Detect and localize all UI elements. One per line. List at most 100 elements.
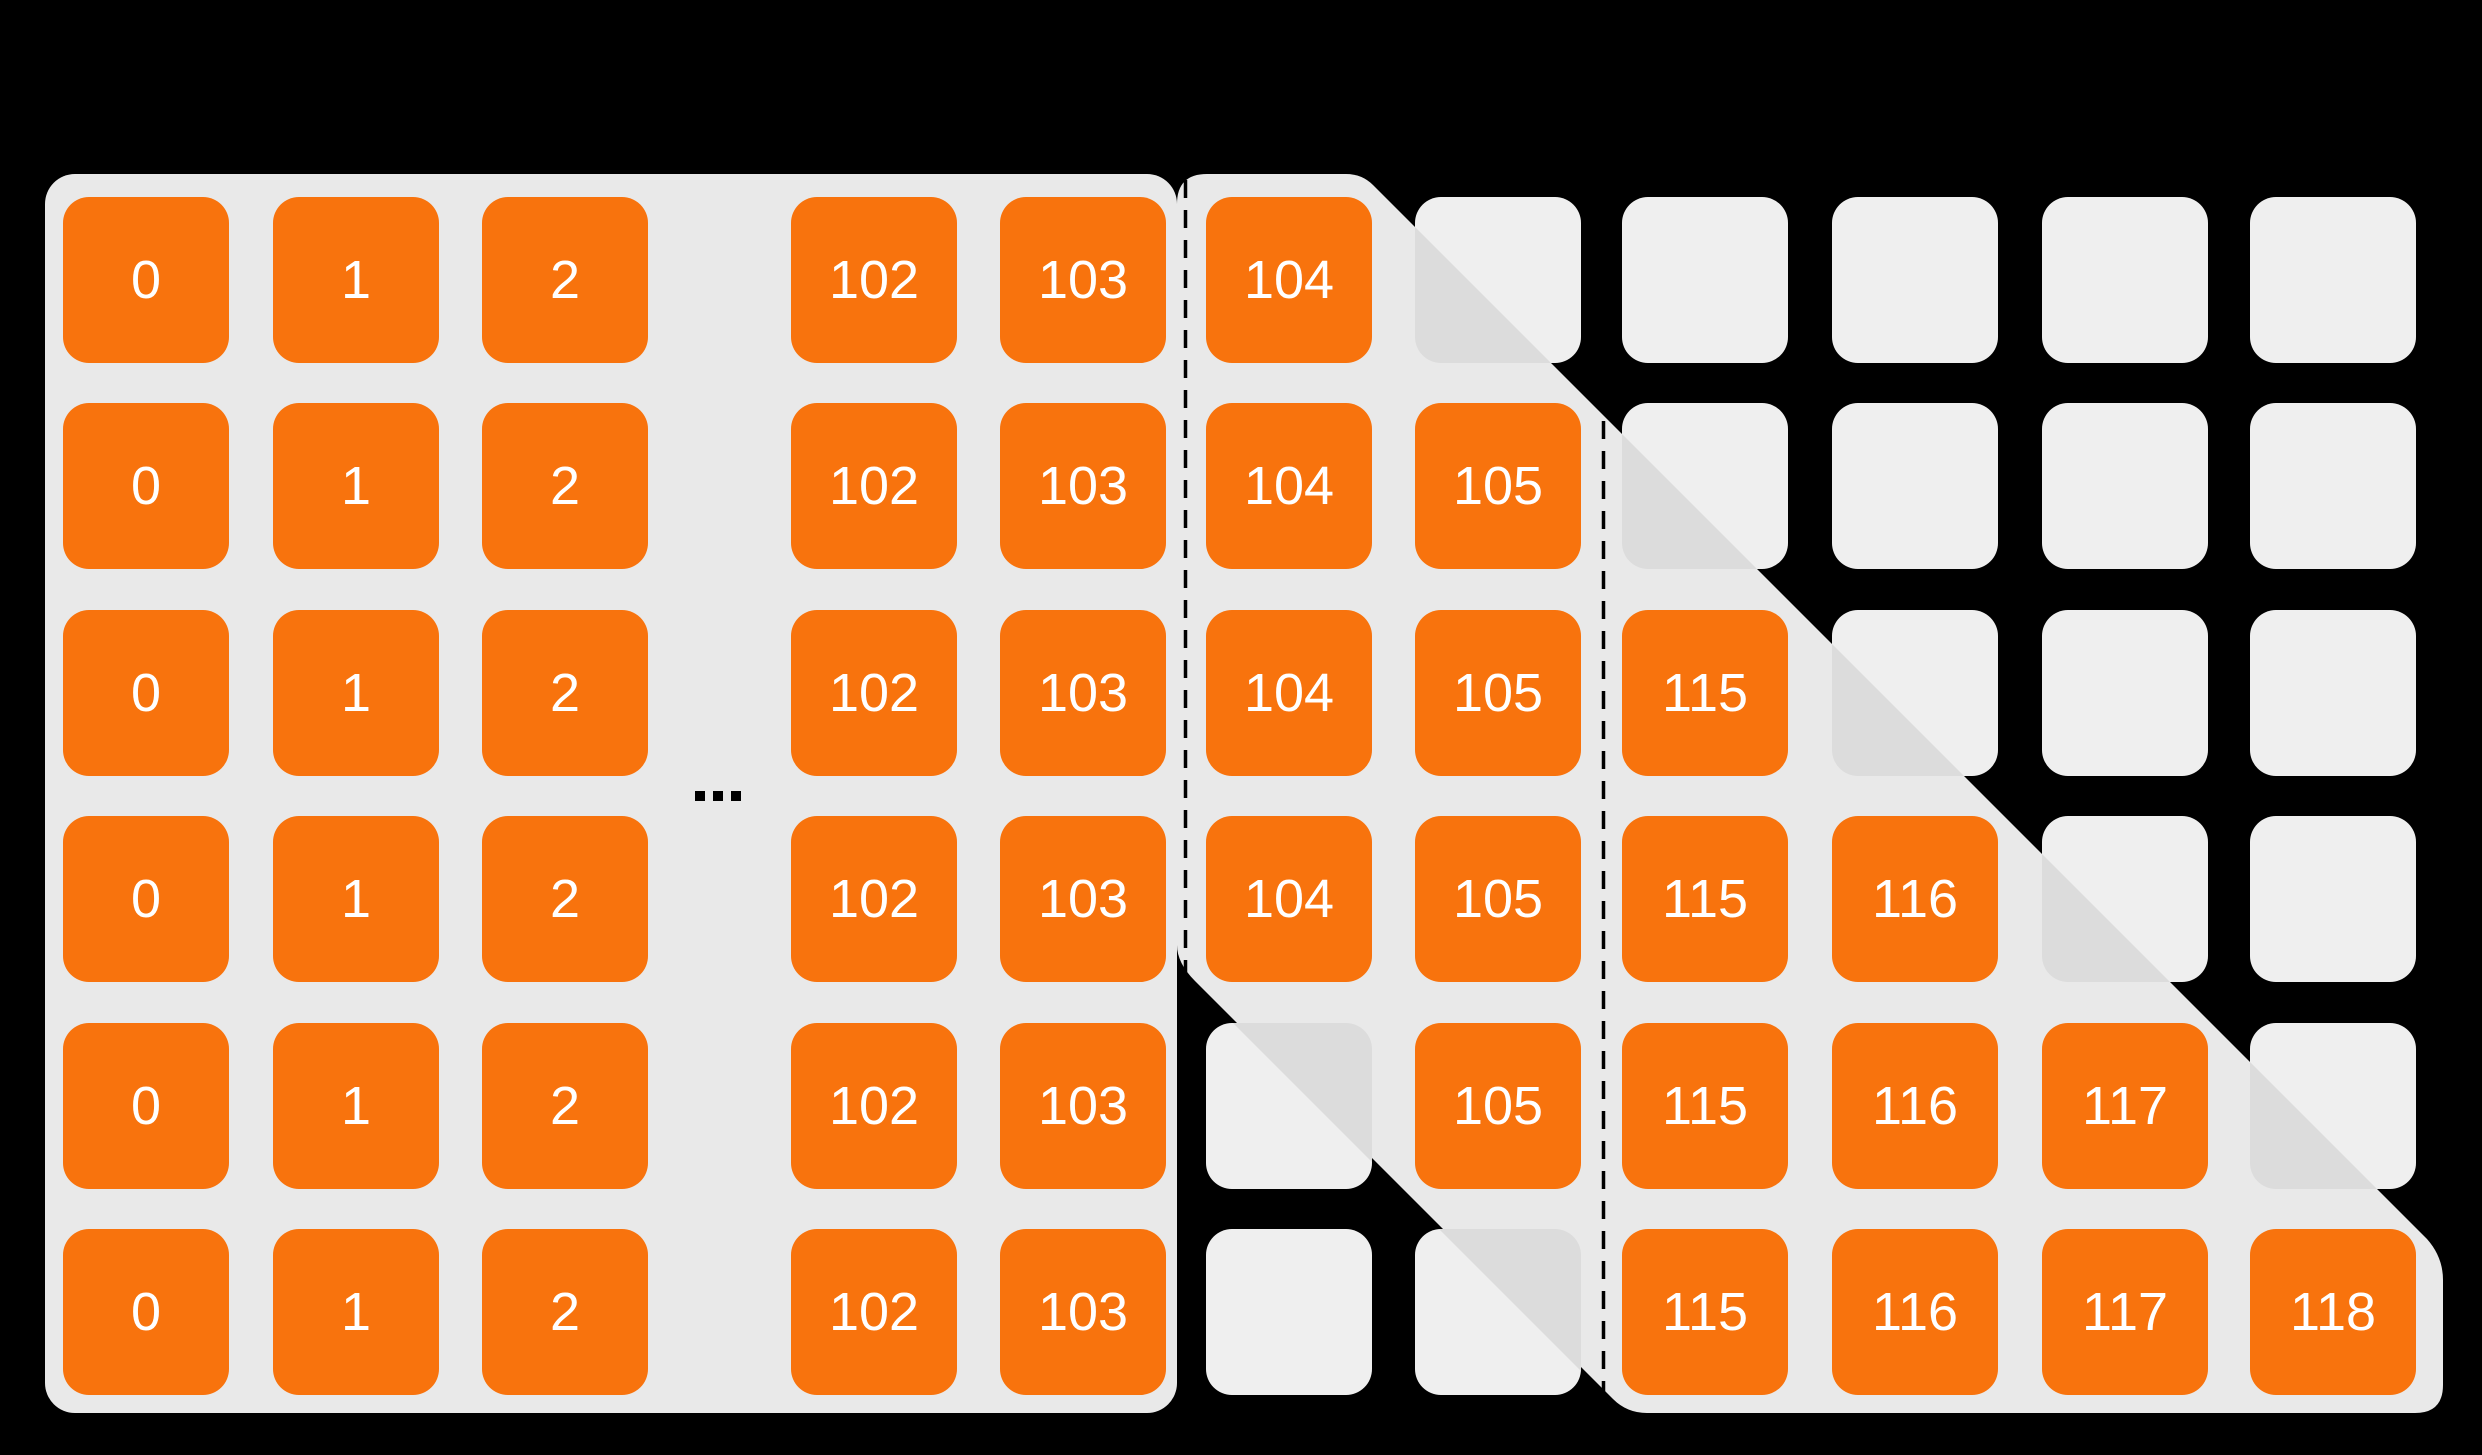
block-tile-r5-key-1: 1: [273, 1023, 439, 1189]
block-tile-r5-key-116: 116: [1832, 1023, 1998, 1189]
block-label: 2: [549, 869, 581, 929]
block-label: 2: [549, 1282, 581, 1342]
block-tile-r4-key-1: 1: [273, 816, 439, 982]
torn-slot-tile: [2042, 816, 2208, 982]
block-label: 105: [1452, 869, 1544, 929]
block-tile-r6-key-103: 103: [1000, 1229, 1166, 1395]
block-label: 0: [130, 869, 162, 929]
block-tile-r6-key-0: 0: [63, 1229, 229, 1395]
block-tile-r3-key-102: 102: [791, 610, 957, 776]
empty-slot-tile: [1622, 197, 1788, 363]
block-label: 1: [340, 663, 372, 723]
block-tile-r5-key-0: 0: [63, 1023, 229, 1189]
block-label: 103: [1037, 456, 1129, 516]
block-tile-r4-key-0: 0: [63, 816, 229, 982]
empty-slot-tile: [2042, 197, 2208, 363]
block-tile-r4-key-102: 102: [791, 816, 957, 982]
block-label: 1: [340, 1076, 372, 1136]
torn-slot-tile: [1622, 403, 1788, 569]
block-label: 102: [828, 1076, 920, 1136]
block-label: 115: [1661, 1282, 1749, 1342]
page-tear-fold: [1415, 227, 1551, 363]
empty-slot-tile: [2042, 403, 2208, 569]
block-label: 2: [549, 663, 581, 723]
block-tile-r2-key-1: 1: [273, 403, 439, 569]
block-label: 102: [828, 1282, 920, 1342]
block-tile-r1-key-103: 103: [1000, 197, 1166, 363]
block-tile-r6-key-117: 117: [2042, 1229, 2208, 1395]
block-label: 116: [1871, 869, 1959, 929]
block-tile-r3-key-1: 1: [273, 610, 439, 776]
block-label: 0: [130, 1282, 162, 1342]
block-tile-r4-key-115: 115: [1622, 816, 1788, 982]
block-tile-r6-key-116: 116: [1832, 1229, 1998, 1395]
block-label: 1: [340, 1282, 372, 1342]
block-tile-r2-key-105: 105: [1415, 403, 1581, 569]
block-tile-r6-key-115: 115: [1622, 1229, 1788, 1395]
page-tear-fold: [1439, 1229, 1581, 1371]
block-tile-r3-key-105: 105: [1415, 610, 1581, 776]
page-tear-fold: [2250, 1062, 2377, 1189]
block-tile-r6-key-118: 118: [2250, 1229, 2416, 1395]
block-label: 2: [549, 1076, 581, 1136]
empty-slot-tile: [2250, 610, 2416, 776]
block-tile-r4-key-105: 105: [1415, 816, 1581, 982]
block-label: 102: [828, 456, 920, 516]
block-tile-r1-key-2: 2: [482, 197, 648, 363]
block-tile-r6-key-1: 1: [273, 1229, 439, 1395]
block-tile-r4-key-104: 104: [1206, 816, 1372, 982]
block-label: 103: [1037, 869, 1129, 929]
block-label: 104: [1243, 456, 1335, 516]
block-tile-r5-key-115: 115: [1622, 1023, 1788, 1189]
page-sheet-right-torn: [1177, 174, 2443, 1413]
block-label: 115: [1661, 869, 1749, 929]
block-label: 1: [340, 250, 372, 310]
torn-slot-tile: [1415, 197, 1581, 363]
block-label: 118: [2289, 1282, 2377, 1342]
block-label: 105: [1452, 456, 1544, 516]
ellipsis: [695, 791, 741, 801]
page-tear-fold: [1832, 644, 1964, 776]
block-label: 1: [340, 869, 372, 929]
block-tile-r5-key-2: 2: [482, 1023, 648, 1189]
block-tile-r3-key-2: 2: [482, 610, 648, 776]
torn-slot-tile: [1415, 1229, 1581, 1395]
block-label: 0: [130, 1076, 162, 1136]
block-label: 102: [828, 663, 920, 723]
page-tear-fold: [1622, 434, 1757, 569]
block-label: 116: [1871, 1076, 1959, 1136]
block-tile-r1-key-0: 0: [63, 197, 229, 363]
block-tile-r5-key-102: 102: [791, 1023, 957, 1189]
block-tile-r1-key-1: 1: [273, 197, 439, 363]
block-tile-r4-key-2: 2: [482, 816, 648, 982]
block-label: 103: [1037, 663, 1129, 723]
block-label: 0: [130, 456, 162, 516]
torn-slot-tile: [1206, 1023, 1372, 1189]
block-label: 104: [1243, 250, 1335, 310]
block-label: 117: [2081, 1282, 2169, 1342]
ellipsis-dot: [731, 791, 741, 801]
block-label: 103: [1037, 1282, 1129, 1342]
block-label: 102: [828, 250, 920, 310]
torn-slot-tile: [1832, 610, 1998, 776]
block-tile-r6-key-102: 102: [791, 1229, 957, 1395]
empty-slot-tile: [2250, 816, 2416, 982]
block-tile-r2-key-104: 104: [1206, 403, 1372, 569]
block-label: 105: [1452, 1076, 1544, 1136]
block-label: 2: [549, 456, 581, 516]
block-label: 103: [1037, 1076, 1129, 1136]
block-tile-r2-key-102: 102: [791, 403, 957, 569]
page-tear-fold: [2042, 854, 2170, 982]
empty-slot-tile: [1832, 197, 1998, 363]
ellipsis-dot: [713, 791, 723, 801]
block-label: 104: [1243, 663, 1335, 723]
block-tile-r3-key-104: 104: [1206, 610, 1372, 776]
block-tile-r5-key-105: 105: [1415, 1023, 1581, 1189]
block-tile-r6-key-2: 2: [482, 1229, 648, 1395]
block-tile-r1-key-102: 102: [791, 197, 957, 363]
block-label: 1: [340, 456, 372, 516]
block-tile-r2-key-2: 2: [482, 403, 648, 569]
empty-slot-tile: [2250, 197, 2416, 363]
block-tile-r3-key-0: 0: [63, 610, 229, 776]
